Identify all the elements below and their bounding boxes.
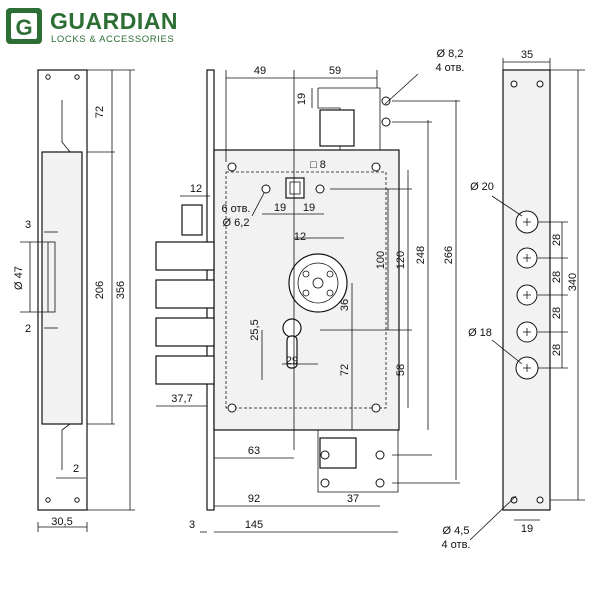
dim-body-248: 248 (415, 246, 427, 264)
body-hole (315, 184, 325, 194)
bracket-hole (375, 478, 385, 488)
square-spindle (285, 177, 305, 199)
dim-strike-28-b: 28 (551, 271, 563, 283)
dim-body-266: 266 (443, 246, 455, 264)
body-hole (371, 403, 381, 413)
bracket-hole (320, 450, 330, 460)
brand-name: GUARDIAN (50, 8, 178, 34)
brand-tagline: LOCKS & ACCESSORIES (51, 34, 174, 45)
dim-strike-340: 340 (567, 273, 579, 291)
dim-strike-28-d: 28 (551, 344, 563, 356)
dim-left-356: 356 (115, 281, 127, 299)
brand-logo: G (6, 8, 42, 44)
dim-body-100: 100 (375, 251, 387, 269)
dim-body-12: 12 (294, 231, 306, 243)
strike-hole (536, 80, 544, 88)
dim-body-92: 92 (248, 493, 260, 505)
keyhole (282, 318, 302, 338)
dim-strike-28-a: 28 (551, 234, 563, 246)
bolt (155, 241, 215, 271)
strike-hole (510, 496, 518, 504)
dim-body-120: 120 (395, 251, 407, 269)
dim-strike-hole-count: 4 отв. (442, 539, 471, 551)
dim-body-hole-dia: Ø 8,2 (437, 48, 464, 60)
bolt (155, 355, 215, 385)
dim-strike-35: 35 (521, 49, 533, 61)
dim-strike-19: 19 (521, 523, 533, 535)
dim-strike-hole-dia: Ø 4,5 (443, 525, 470, 537)
plate-hole (45, 74, 51, 80)
dim-body-19-a: 19 (274, 202, 286, 214)
left-plate (37, 69, 88, 511)
dim-body-377: 37,7 (171, 393, 192, 405)
dim-body-145: 145 (245, 519, 263, 531)
logo-letter: G (15, 15, 32, 40)
dim-body-36: 36 (339, 299, 351, 311)
bracket-hole (320, 478, 330, 488)
cylinder-gear (288, 253, 348, 313)
bolt (155, 279, 215, 309)
bolt (155, 317, 215, 347)
dim-left-206: 206 (94, 281, 106, 299)
dim-body-latch-12: 12 (190, 183, 202, 195)
dim-left-72: 72 (94, 106, 106, 118)
dim-left-3: 3 (25, 219, 31, 231)
dim-body-49: 49 (254, 65, 266, 77)
dim-body-63: 63 (248, 445, 260, 457)
dim-strike-28-c: 28 (551, 307, 563, 319)
plate-hole (74, 497, 80, 503)
dim-body-29: 29 (286, 355, 298, 367)
dim-body-6-holes: 6 отв. (222, 203, 251, 215)
plate-hole (74, 74, 80, 80)
body-hole (261, 184, 271, 194)
dim-body-255: 25,5 (249, 319, 261, 340)
dim-body-37: 37 (347, 493, 359, 505)
bracket-hole (375, 450, 385, 460)
body-hole (227, 403, 237, 413)
dim-body-square-8: □ 8 (310, 159, 326, 171)
dim-body-19-top: 19 (296, 93, 308, 105)
bracket-hole (381, 117, 391, 127)
dim-body-19-b: 19 (303, 202, 315, 214)
dim-body-58: 58 (395, 364, 407, 376)
dim-strike-dia-20: Ø 20 (470, 181, 494, 193)
strike-plate (502, 69, 551, 511)
dim-left-2a: 2 (25, 323, 31, 335)
body-hole (227, 162, 237, 172)
dim-strike-dia-18: Ø 18 (468, 327, 492, 339)
dim-body-59: 59 (329, 65, 341, 77)
dim-body-72: 72 (339, 364, 351, 376)
strike-hole (536, 496, 544, 504)
lock-body (155, 69, 400, 511)
dim-body-hole-62: Ø 6,2 (223, 217, 250, 229)
dim-body-3: 3 (189, 519, 195, 531)
dim-left-47: Ø 47 (13, 266, 25, 290)
bracket-hole (381, 96, 391, 106)
strike-hole (510, 80, 518, 88)
body-hole (371, 162, 381, 172)
dim-left-2b: 2 (73, 463, 79, 475)
plate-hole (45, 497, 51, 503)
dim-left-305: 30,5 (51, 516, 72, 528)
dim-body-hole-count: 4 отв. (436, 62, 465, 74)
